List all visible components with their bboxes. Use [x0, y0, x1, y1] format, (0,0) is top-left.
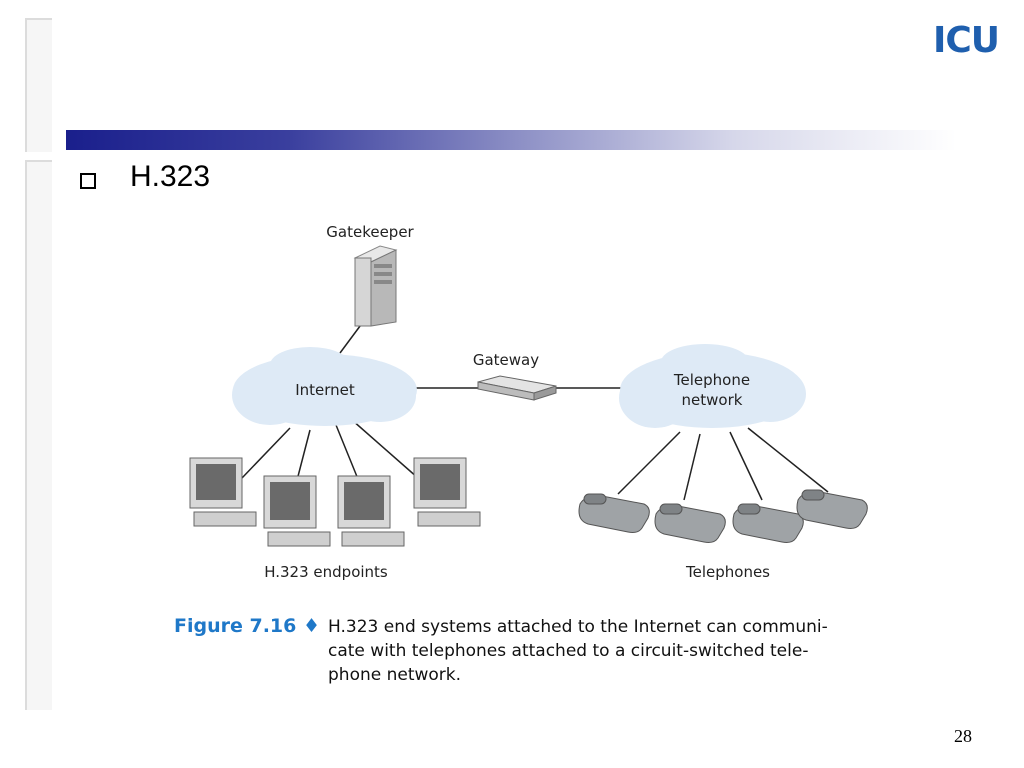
computer-icon [337, 475, 405, 547]
endpoints-label: H.323 endpoints [264, 563, 388, 581]
connection-lines [241, 317, 829, 501]
gatekeeper-server-icon [353, 245, 398, 327]
telephone-icon [654, 503, 726, 543]
bullet-square-icon [80, 173, 96, 189]
telephone-network-cloud [619, 344, 806, 428]
figure-caption-label: Figure 7.16 ♦ [174, 615, 320, 637]
internet-cloud [232, 347, 417, 426]
gatekeeper-label: Gatekeeper [326, 223, 414, 241]
figure-caption-line: cate with telephones attached to a circu… [328, 641, 808, 661]
page-number: 28 [954, 726, 972, 746]
figure-caption-line: H.323 end systems attached to the Intern… [328, 617, 828, 637]
computer-icon [413, 457, 481, 527]
telephone-icon [732, 503, 804, 543]
telephone-icon [796, 489, 868, 529]
title-gradient-band [66, 130, 956, 150]
gateway-router-icon [477, 375, 557, 401]
icu-logo: ICU [932, 20, 1000, 61]
telephones-label: Telephones [685, 563, 770, 581]
telephone-icon [578, 493, 650, 533]
internet-label: Internet [295, 381, 355, 399]
telephone-network-label-line2: network [682, 391, 743, 409]
left-frame-top [25, 18, 52, 152]
figure-caption-line: phone network. [328, 665, 461, 685]
computer-icon [189, 457, 257, 527]
computer-icon [263, 475, 331, 547]
telephone-network-label-line1: Telephone [673, 371, 750, 389]
left-frame-bottom [25, 160, 52, 710]
gateway-label: Gateway [473, 351, 539, 369]
slide-heading: H.323 [130, 160, 211, 193]
